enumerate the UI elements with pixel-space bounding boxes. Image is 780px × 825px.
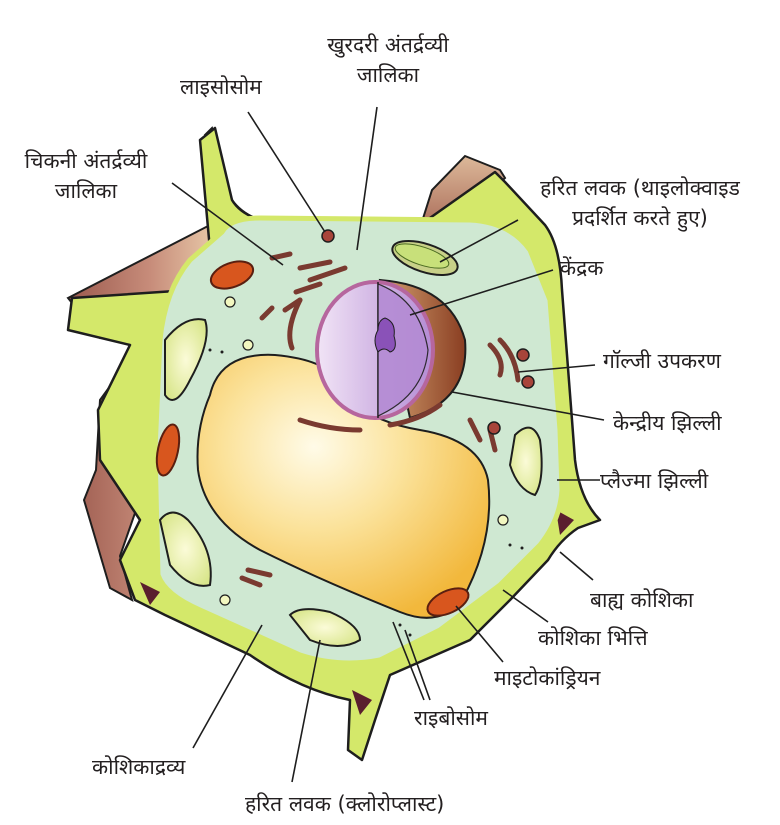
lysosome xyxy=(516,348,530,362)
label-line: हरित लवक (थाइलोक्वाइड xyxy=(540,176,740,200)
label-line: खुरदरी अंतर्द्रव्यी xyxy=(327,33,449,57)
leader-nuclear-membrane xyxy=(451,391,605,421)
mitochondrion xyxy=(155,423,181,477)
ribosomes xyxy=(208,348,524,637)
label-chloroplast-thylakoid: हरित लवक (थाइलोक्वाइड प्रदर्शित करते हुए… xyxy=(510,173,770,233)
chloroplasts xyxy=(158,318,543,647)
endoplasmic-reticulum xyxy=(239,251,521,588)
label-rough-er: खुरदरी अंतर्द्रव्यी जालिका xyxy=(308,30,468,90)
label-ribosome: राइबोसोम xyxy=(414,706,488,730)
label-plasma-membrane: प्लैज्मा झिल्ली xyxy=(600,469,709,493)
label-golgi: गॉल्जी उपकरण xyxy=(603,349,721,373)
vesicles xyxy=(219,296,509,606)
leader-thylakoid xyxy=(439,219,519,263)
leader-outer-cell xyxy=(559,551,594,581)
nucleus xyxy=(315,278,467,420)
plasma-membrane xyxy=(152,215,565,666)
chloroplast-thylakoid xyxy=(391,240,459,276)
nucleolus xyxy=(374,317,396,353)
label-line: जालिका xyxy=(356,63,420,87)
label-lysosome: लाइसोसोम xyxy=(180,75,262,99)
leader-smooth-er xyxy=(171,182,284,266)
leader-ribosome-2 xyxy=(404,629,431,701)
lysosomes xyxy=(321,229,535,435)
leader-cell-wall xyxy=(502,589,549,623)
leader-golgi xyxy=(517,364,596,373)
lysosome xyxy=(321,229,335,243)
label-cytoplasm: कोशिकाद्रव्य xyxy=(92,755,186,779)
leader-lysosome xyxy=(247,111,326,233)
leader-rough-er xyxy=(356,106,378,251)
chloroplast xyxy=(288,608,362,647)
lysosome xyxy=(487,421,501,435)
label-line: जालिका xyxy=(54,179,118,203)
mitochondrion xyxy=(209,260,255,290)
chloroplast xyxy=(164,318,208,401)
label-smooth-er: चिकनी अंतर्द्रव्यी जालिका xyxy=(6,146,166,206)
leader-mitochondria xyxy=(455,605,504,663)
label-nuclear-membrane: केन्द्रीय झिल्ली xyxy=(613,411,722,435)
label-mitochondria: माइटोकांड्रियन xyxy=(494,666,601,690)
label-outer-cell: बाह्य कोशिका xyxy=(590,588,694,612)
lysosome xyxy=(521,375,535,389)
label-nucleolus: केंद्रक xyxy=(560,256,604,280)
leader-lines xyxy=(171,106,605,783)
chloroplast xyxy=(158,511,212,587)
leader-nucleolus xyxy=(409,269,554,316)
label-line: चिकनी अंतर्द्रव्यी xyxy=(24,149,148,173)
chloroplast xyxy=(508,426,543,497)
label-chloroplast: हरित लवक (क्लोरोप्लास्ट) xyxy=(245,792,445,816)
label-line: प्रदर्शित करते हुए) xyxy=(572,206,708,230)
label-cell-wall: कोशिका भित्ति xyxy=(538,626,648,650)
leader-ribosome-1 xyxy=(392,621,425,701)
leader-chloroplast xyxy=(291,639,321,783)
nucleus-right-face xyxy=(377,283,429,417)
leader-cytoplasm xyxy=(192,624,263,749)
